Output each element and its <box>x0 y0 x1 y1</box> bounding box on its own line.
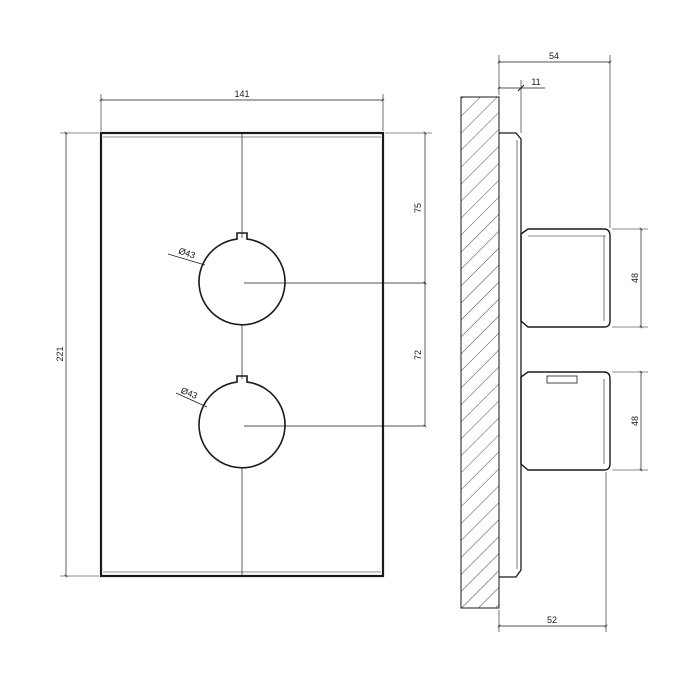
height-label: 221 <box>55 346 65 361</box>
plate-depth-tick <box>517 84 525 92</box>
lower-handle-height-label: 48 <box>630 416 640 426</box>
lower-diameter-leader <box>175 392 208 408</box>
knob-spacing-label: 72 <box>413 350 423 360</box>
plate-depth-label: 11 <box>531 77 540 87</box>
total-depth-label: 54 <box>549 51 559 61</box>
lower-handle <box>520 371 611 471</box>
faceplate-profile <box>499 132 522 578</box>
width-label: 141 <box>234 89 249 99</box>
front-view: Ø43 Ø43 141 221 75 72 <box>55 89 432 578</box>
lower-handle-indicator <box>546 375 578 384</box>
upper-diameter-label: Ø43 <box>177 246 196 261</box>
upper-diameter-leader <box>167 253 206 266</box>
upper-spacing-label: 75 <box>413 203 423 213</box>
base-depth-label: 52 <box>547 615 557 625</box>
upper-handle <box>520 228 611 328</box>
side-view: 54 11 48 48 52 <box>460 51 648 632</box>
upper-handle-height-label: 48 <box>630 273 640 283</box>
upper-knob <box>198 232 286 326</box>
wall-section <box>460 96 500 609</box>
lower-knob <box>198 375 286 469</box>
